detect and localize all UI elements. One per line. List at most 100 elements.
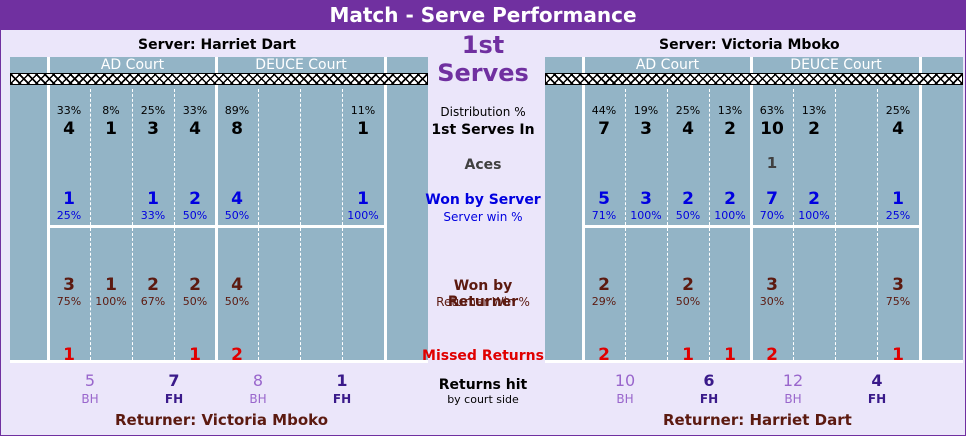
right-zone-divider bbox=[835, 228, 836, 360]
right-returner-win-pct: 50% bbox=[675, 295, 701, 308]
left-serves-in-count: 1 bbox=[105, 119, 117, 139]
right-zone-divider bbox=[709, 228, 710, 360]
left-won-by-returner-count: 2 bbox=[147, 275, 159, 295]
right-server-win-pct: 25% bbox=[885, 209, 911, 222]
right-serves-in-count: 7 bbox=[598, 119, 610, 139]
left-zone-divider bbox=[174, 89, 175, 225]
right-court-line bbox=[919, 57, 922, 363]
right-won-by-server-count: 3 bbox=[640, 189, 652, 209]
right-server-win-pct: 50% bbox=[675, 209, 701, 222]
left-distribution-pct: 8% bbox=[102, 104, 120, 117]
right-distribution-pct: 25% bbox=[675, 104, 701, 117]
left-server-win-pct: 100% bbox=[347, 209, 379, 222]
right-won-by-returner-count: 3 bbox=[892, 275, 904, 295]
left-server-win-pct: 50% bbox=[224, 209, 250, 222]
right-zone-divider bbox=[793, 228, 794, 360]
right-zone-divider bbox=[877, 228, 878, 360]
right-server-label: Server: Victoria Mboko bbox=[659, 37, 840, 53]
left-court-line bbox=[47, 57, 50, 363]
left-ad-court-label: AD Court bbox=[100, 57, 165, 73]
right-won-by-returner-count: 2 bbox=[598, 275, 610, 295]
right-missed-returns-count: 2 bbox=[766, 345, 778, 365]
right-distribution-pct: 25% bbox=[885, 104, 911, 117]
left-returner-win-pct: 100% bbox=[95, 295, 127, 308]
left-won-by-server-count: 1 bbox=[63, 189, 75, 209]
left-returns-hit-count: 1 bbox=[336, 371, 348, 390]
right-serves-in-count: 2 bbox=[808, 119, 820, 139]
first-serves-in-label: 1st Serves In bbox=[431, 122, 535, 138]
left-server-win-pct: 25% bbox=[56, 209, 82, 222]
right-won-by-returner-count: 2 bbox=[682, 275, 694, 295]
won-by-returner-label: Won by Returner bbox=[447, 278, 519, 310]
right-serves-in-count: 10 bbox=[760, 119, 784, 139]
right-zone-divider bbox=[667, 228, 668, 360]
right-returns-hit-side: FH bbox=[699, 392, 719, 406]
right-ad-court-label: AD Court bbox=[635, 57, 700, 73]
right-zone-divider bbox=[625, 89, 626, 225]
right-won-by-server-count: 2 bbox=[724, 189, 736, 209]
right-won-by-server-count: 1 bbox=[892, 189, 904, 209]
server-win-pct-label: Server win % bbox=[443, 210, 523, 224]
right-won-by-server-count: 5 bbox=[598, 189, 610, 209]
right-returns-hit-count: 12 bbox=[782, 371, 804, 390]
right-zone-divider bbox=[625, 228, 626, 360]
right-distribution-pct: 44% bbox=[591, 104, 617, 117]
left-zone-divider bbox=[300, 228, 301, 360]
right-zone-divider bbox=[835, 89, 836, 225]
right-server-win-pct: 71% bbox=[591, 209, 617, 222]
right-zone-divider bbox=[793, 89, 794, 225]
right-returns-hit-side: FH bbox=[867, 392, 887, 406]
left-returner-win-pct: 50% bbox=[182, 295, 208, 308]
won-by-server-label: Won by Server bbox=[425, 192, 541, 208]
distribution-label: Distribution % bbox=[440, 105, 526, 119]
left-won-by-returner-count: 4 bbox=[231, 275, 243, 295]
left-baseline bbox=[10, 360, 428, 363]
left-returns-hit-count: 5 bbox=[84, 371, 96, 390]
right-server-win-pct: 100% bbox=[630, 209, 662, 222]
left-won-by-server-count: 4 bbox=[231, 189, 243, 209]
serve-type-title: 1st Serves bbox=[437, 31, 529, 87]
right-distribution-pct: 13% bbox=[717, 104, 743, 117]
left-server-win-pct: 33% bbox=[140, 209, 166, 222]
right-returns-hit-side: BH bbox=[784, 392, 802, 406]
right-won-by-returner-count: 3 bbox=[766, 275, 778, 295]
right-aces-count: 1 bbox=[766, 154, 778, 172]
left-missed-returns-count: 1 bbox=[63, 345, 75, 365]
left-service-line bbox=[47, 225, 387, 228]
left-returner-win-pct: 50% bbox=[224, 295, 250, 308]
left-zone-divider bbox=[90, 89, 91, 225]
left-won-by-server-count: 1 bbox=[357, 189, 369, 209]
right-serves-in-count: 4 bbox=[682, 119, 694, 139]
left-distribution-pct: 25% bbox=[140, 104, 166, 117]
left-won-by-server-count: 2 bbox=[189, 189, 201, 209]
right-won-by-server-count: 2 bbox=[808, 189, 820, 209]
right-missed-returns-count: 1 bbox=[724, 345, 736, 365]
right-missed-returns-count: 1 bbox=[682, 345, 694, 365]
right-distribution-pct: 19% bbox=[633, 104, 659, 117]
right-serves-in-count: 2 bbox=[724, 119, 736, 139]
right-zone-divider bbox=[877, 89, 878, 225]
right-missed-returns-count: 1 bbox=[892, 345, 904, 365]
left-returns-hit-count: 7 bbox=[168, 371, 180, 390]
left-distribution-pct: 33% bbox=[182, 104, 208, 117]
right-court-line bbox=[750, 57, 753, 363]
left-distribution-pct: 33% bbox=[56, 104, 82, 117]
right-serves-in-count: 3 bbox=[640, 119, 652, 139]
left-zone-divider bbox=[342, 228, 343, 360]
left-missed-returns-count: 1 bbox=[189, 345, 201, 365]
right-distribution-pct: 13% bbox=[801, 104, 827, 117]
left-serves-in-count: 3 bbox=[147, 119, 159, 139]
left-net bbox=[10, 73, 428, 85]
right-server-win-pct: 70% bbox=[759, 209, 785, 222]
left-distribution-pct: 89% bbox=[224, 104, 250, 117]
left-zone-divider bbox=[132, 89, 133, 225]
left-zone-divider bbox=[342, 89, 343, 225]
left-missed-returns-count: 2 bbox=[231, 345, 243, 365]
left-returns-hit-count: 8 bbox=[252, 371, 264, 390]
left-zone-divider bbox=[174, 228, 175, 360]
left-returner-label: Returner: Victoria Mboko bbox=[115, 411, 329, 429]
right-court-line bbox=[582, 57, 585, 363]
right-serves-in-count: 4 bbox=[892, 119, 904, 139]
